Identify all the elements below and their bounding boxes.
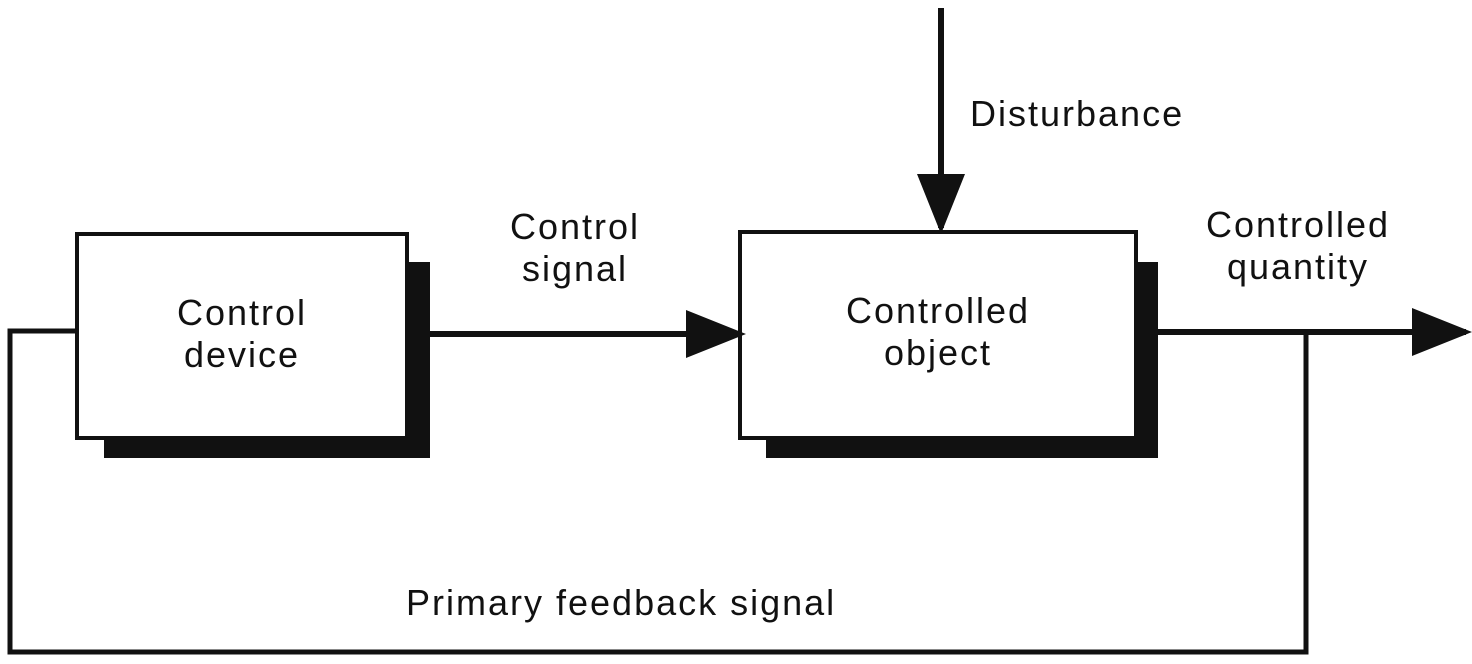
controlled-quantity-label: Controlled quantity bbox=[1176, 204, 1420, 288]
controlled-object-label: Controlled object bbox=[740, 290, 1136, 374]
controlled-quantity-label-line2: quantity bbox=[1226, 246, 1370, 287]
feedback-loop-path bbox=[7, 328, 1309, 655]
control-device-label: Control device bbox=[77, 292, 407, 376]
control-device-label-line1: Control bbox=[176, 292, 308, 333]
control-signal-label: Control signal bbox=[480, 206, 670, 290]
control-signal-label-line1: Control bbox=[509, 206, 641, 247]
controlled-object-label-line2: object bbox=[883, 332, 993, 373]
disturbance-label: Disturbance bbox=[970, 93, 1185, 134]
controlled-object-label-line1: Controlled bbox=[845, 290, 1031, 331]
controlled-quantity-label-line1: Controlled bbox=[1205, 204, 1391, 245]
control-device-label-line2: device bbox=[183, 334, 301, 375]
control-signal-label-line2: signal bbox=[521, 248, 629, 289]
control-device-block bbox=[75, 232, 409, 440]
feedback-signal-label: Primary feedback signal bbox=[406, 582, 837, 623]
